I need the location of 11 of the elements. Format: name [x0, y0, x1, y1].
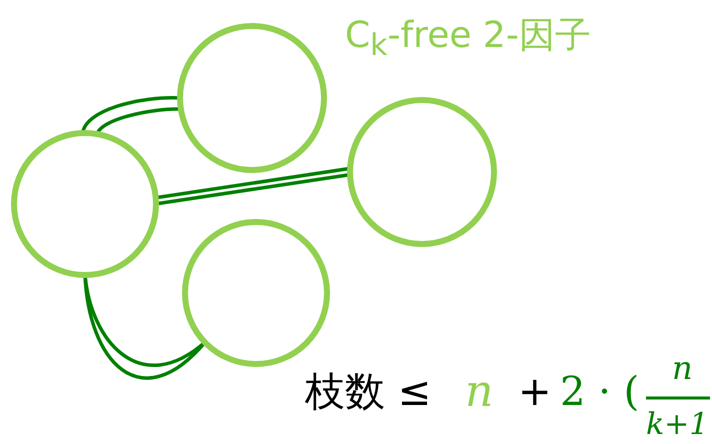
fraction-denominator: k+1 [646, 410, 708, 440]
fraction-numerator: n [672, 352, 693, 384]
circle-node [176, 22, 328, 174]
circle-node [181, 218, 331, 368]
math-expression: 2 · ( [560, 372, 640, 412]
math-operator: + [518, 372, 552, 412]
circle-node [346, 96, 498, 248]
math-variable: n [465, 370, 494, 414]
title: C$_{k}$-free 2-因子 [345, 18, 591, 62]
circle-node [10, 129, 160, 279]
formula-text: 枝数 ≤ [305, 372, 432, 412]
